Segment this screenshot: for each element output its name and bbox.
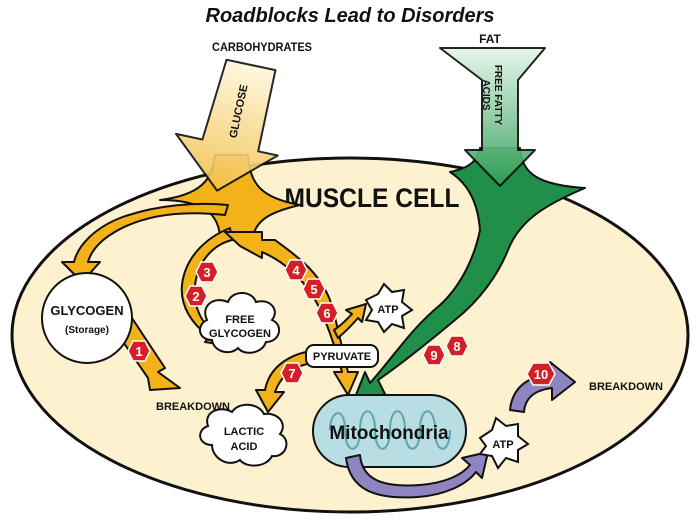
glucose-input-arrow [175, 58, 279, 192]
free-glycogen-node [199, 292, 281, 354]
svg-text:8: 8 [453, 339, 460, 354]
roadblock-8: 8 [445, 335, 469, 357]
free-glycogen-label-line1: FREE [225, 314, 254, 326]
mitochondria-label: Mitochondria [329, 423, 449, 444]
breakdown-label-left: BREAKDOWN [156, 401, 230, 413]
svg-text:6: 6 [323, 306, 330, 321]
roadblock-2: 2 [184, 285, 208, 307]
breakdown-label-right: BREAKDOWN [589, 381, 663, 393]
atp-label-top: ATP [377, 304, 398, 316]
svg-text:1: 1 [135, 344, 142, 359]
roadblock-3: 3 [195, 261, 219, 283]
svg-text:4: 4 [292, 263, 300, 278]
glycogen-label: GLYCOGEN [50, 303, 123, 318]
svg-text:5: 5 [310, 282, 317, 297]
glycogen-sub-label: (Storage) [65, 325, 109, 336]
atp-label-bottom: ATP [492, 439, 513, 451]
fatty-acid-path [351, 147, 586, 406]
carbohydrates-label: CARBOHYDRATES [212, 40, 312, 54]
pyruvate-node [305, 344, 379, 368]
roadblock-5: 5 [302, 278, 326, 300]
atp-burst-top [364, 282, 414, 334]
fat-breakdown-path [509, 361, 576, 413]
free-fatty-acids-label-line2: ACIDS [480, 79, 491, 110]
svg-text:10: 10 [534, 367, 548, 382]
fat-input-arrow [439, 47, 546, 187]
roadblock-10: 10 [526, 362, 556, 386]
svg-text:3: 3 [203, 265, 210, 280]
fat-label: FAT [479, 32, 501, 46]
roadblock-4: 4 [284, 259, 308, 281]
glycogen-node [41, 272, 133, 364]
free-glycogen-label-line2: GLYCOGEN [209, 328, 271, 340]
mitochondria-node [312, 394, 467, 468]
lactic-acid-label-line2: ACID [231, 441, 258, 453]
roadblock-6: 6 [315, 302, 339, 324]
roadblock-7: 7 [280, 362, 304, 384]
lactic-acid-node [199, 403, 288, 467]
muscle-cell-label: MUSCLE CELL [285, 183, 460, 213]
lactic-acid-label-line1: LACTIC [224, 426, 264, 438]
roadblock-9: 9 [422, 344, 446, 366]
diagram-title: Roadblocks Lead to Disorders [206, 5, 495, 27]
svg-text:7: 7 [288, 366, 295, 381]
atp-branch-path [333, 303, 367, 339]
atp-burst-bottom [478, 416, 530, 470]
pyruvate-label: PYRUVATE [313, 351, 371, 363]
svg-text:2: 2 [192, 289, 199, 304]
mitochondria-to-atp-path [345, 451, 489, 499]
svg-text:9: 9 [430, 348, 437, 363]
free-fatty-acids-label-line1: FREE FATTY [492, 65, 503, 126]
roadblock-1: 1 [127, 340, 151, 362]
